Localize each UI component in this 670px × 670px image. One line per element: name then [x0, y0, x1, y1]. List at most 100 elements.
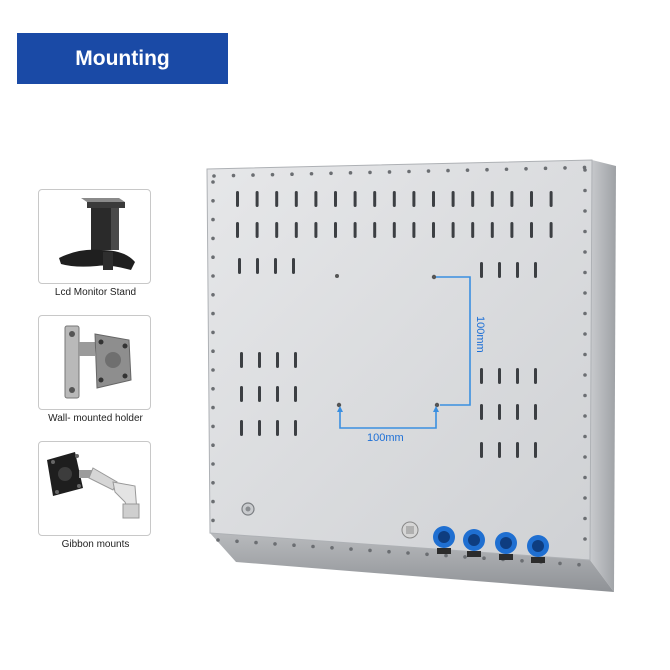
vent-slot [510, 191, 514, 207]
screw [543, 166, 548, 171]
vent-slot [480, 262, 483, 278]
screw [216, 538, 220, 542]
vent-slot [236, 222, 239, 238]
vent-slot [275, 222, 279, 238]
wall-mount-holder-icon [64, 325, 132, 399]
vent-slot [549, 191, 553, 207]
vent-slot [432, 222, 435, 238]
screw [348, 171, 353, 175]
vesa-hole [335, 274, 339, 278]
vent-slot [238, 258, 241, 274]
screw [583, 455, 587, 459]
vesa-hole [434, 402, 440, 408]
vent-slot [534, 262, 537, 278]
connector-2 [463, 529, 485, 557]
screw [583, 270, 587, 275]
vent-slot [334, 191, 337, 207]
vent-slot [276, 386, 279, 402]
screw [329, 171, 333, 176]
vent-slot [498, 442, 501, 458]
screw [563, 166, 567, 170]
screw [583, 229, 587, 234]
vent-slot [353, 191, 357, 207]
screw [290, 172, 294, 176]
screw [504, 167, 509, 172]
screw [235, 539, 239, 544]
screw [211, 518, 215, 523]
screw [211, 443, 215, 448]
screw [211, 236, 215, 241]
screw [426, 169, 431, 173]
screw [211, 462, 215, 466]
vent-slot [516, 442, 519, 458]
vesa-dimension-lines [339, 276, 471, 429]
screw [583, 537, 587, 541]
vent-slot [530, 191, 533, 207]
screw [211, 180, 215, 184]
screw [270, 172, 275, 177]
screw [368, 548, 372, 553]
vent-slot [498, 368, 501, 384]
vent-slot [480, 404, 483, 420]
vesa-hole [431, 274, 437, 280]
screw [583, 209, 587, 213]
screw [387, 170, 392, 174]
vesa-height-label: 100mm [474, 316, 486, 353]
screw [211, 330, 215, 335]
screw [387, 549, 391, 554]
screw [425, 552, 429, 557]
screw [444, 553, 448, 558]
screw [251, 173, 255, 177]
screw [211, 387, 215, 391]
screw [583, 434, 587, 439]
screw [211, 217, 215, 222]
vent-slot [276, 420, 279, 436]
vent-slot [534, 368, 537, 384]
vent-slot [516, 404, 519, 420]
screw [583, 373, 587, 377]
screw [520, 559, 524, 563]
screw [577, 562, 581, 567]
screw [583, 311, 587, 316]
vent-slot [498, 404, 501, 420]
accessory-card-wall-holder [38, 315, 151, 410]
vent-slot [432, 191, 435, 207]
vent-slot [258, 352, 261, 368]
accessory-label-wall-holder: Wall- mounted holder [48, 413, 143, 424]
screw [231, 173, 236, 178]
vent-slot [294, 420, 297, 436]
screw [211, 274, 215, 278]
screw [212, 174, 216, 178]
screw [349, 547, 353, 551]
vent-slot [274, 258, 277, 274]
vent-slot [530, 222, 533, 238]
vent-slot [292, 258, 295, 274]
screw [583, 414, 587, 418]
vent-slot [255, 191, 259, 207]
screw [583, 516, 587, 521]
vesa-hole [336, 402, 342, 408]
screw [211, 311, 215, 316]
screw [524, 167, 528, 171]
screw [211, 405, 215, 410]
vent-slot [255, 222, 259, 238]
screw [309, 171, 314, 176]
screw [311, 544, 315, 549]
vent-slot [498, 262, 501, 278]
screw [211, 199, 215, 203]
vent-slot [276, 352, 279, 368]
screw [292, 543, 296, 547]
screw [583, 168, 587, 172]
vent-slot [294, 191, 298, 207]
vent-slot [490, 222, 494, 238]
vent-slot [510, 222, 514, 238]
vent-slot [471, 191, 475, 207]
screw [273, 542, 277, 546]
vent-slot [392, 222, 396, 238]
screw [254, 540, 258, 545]
screw [211, 255, 215, 259]
vent-slot [314, 222, 318, 238]
vent-slot [516, 262, 519, 278]
vent-slot [373, 222, 377, 238]
